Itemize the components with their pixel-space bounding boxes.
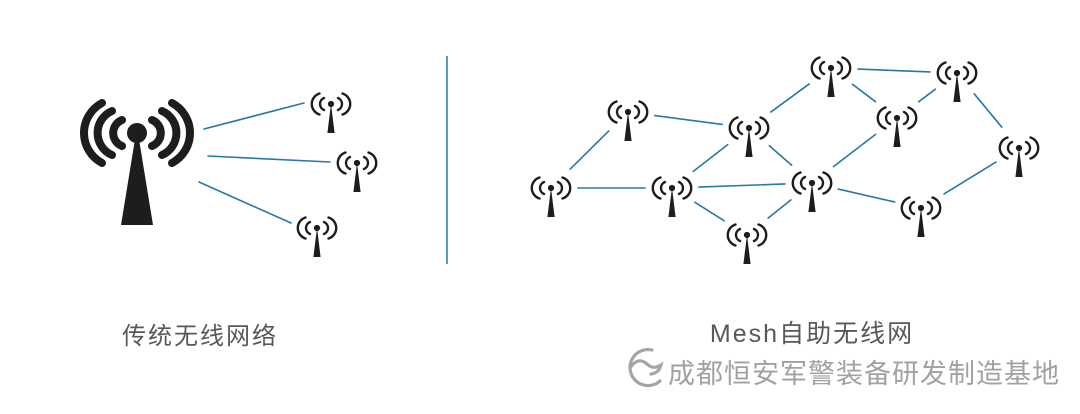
client-antenna-icon bbox=[310, 92, 352, 135]
hub-client-link bbox=[203, 102, 305, 130]
mesh-link bbox=[943, 161, 997, 195]
mesh-link bbox=[653, 114, 724, 126]
mesh-node-antenna-icon bbox=[936, 61, 978, 104]
hub-client-link bbox=[198, 181, 292, 224]
mesh-node-antenna-icon bbox=[810, 56, 852, 99]
mesh-link bbox=[569, 130, 610, 170]
mesh-node-antenna-icon bbox=[728, 116, 770, 159]
client-antenna-icon bbox=[296, 216, 338, 259]
mesh-node-antenna-icon bbox=[607, 100, 649, 143]
mesh-network-label: Mesh自助无线网 bbox=[709, 320, 915, 348]
mesh-node-antenna-icon bbox=[791, 171, 833, 214]
mesh-link bbox=[832, 133, 877, 168]
watermark-text: 成都恒安军警装备研发制造基地 bbox=[668, 359, 1060, 389]
mesh-link bbox=[769, 83, 811, 113]
mesh-node-antenna-icon bbox=[726, 223, 768, 266]
mesh-link bbox=[698, 183, 786, 188]
mesh-link bbox=[917, 88, 937, 103]
hub-antenna-icon bbox=[84, 103, 190, 225]
mesh-node-antenna-icon bbox=[530, 176, 572, 219]
mesh-link bbox=[837, 188, 896, 203]
mesh-link bbox=[851, 83, 877, 103]
client-antenna-icon bbox=[336, 151, 378, 194]
mesh-node-antenna-icon bbox=[998, 136, 1040, 179]
mesh-link bbox=[692, 143, 729, 173]
mesh-node-antenna-icon bbox=[651, 176, 693, 219]
mesh-node-antenna-icon bbox=[876, 106, 918, 149]
mesh-link bbox=[694, 201, 725, 222]
watermark-logo-icon bbox=[628, 347, 664, 388]
mesh-link bbox=[973, 93, 1003, 128]
mesh-link bbox=[857, 68, 931, 73]
mesh-link bbox=[767, 199, 792, 219]
traditional-network-label: 传统无线网络 bbox=[122, 323, 278, 350]
mesh-link bbox=[768, 144, 793, 167]
mesh-node-antenna-icon bbox=[900, 196, 942, 239]
hub-client-link bbox=[207, 155, 331, 163]
